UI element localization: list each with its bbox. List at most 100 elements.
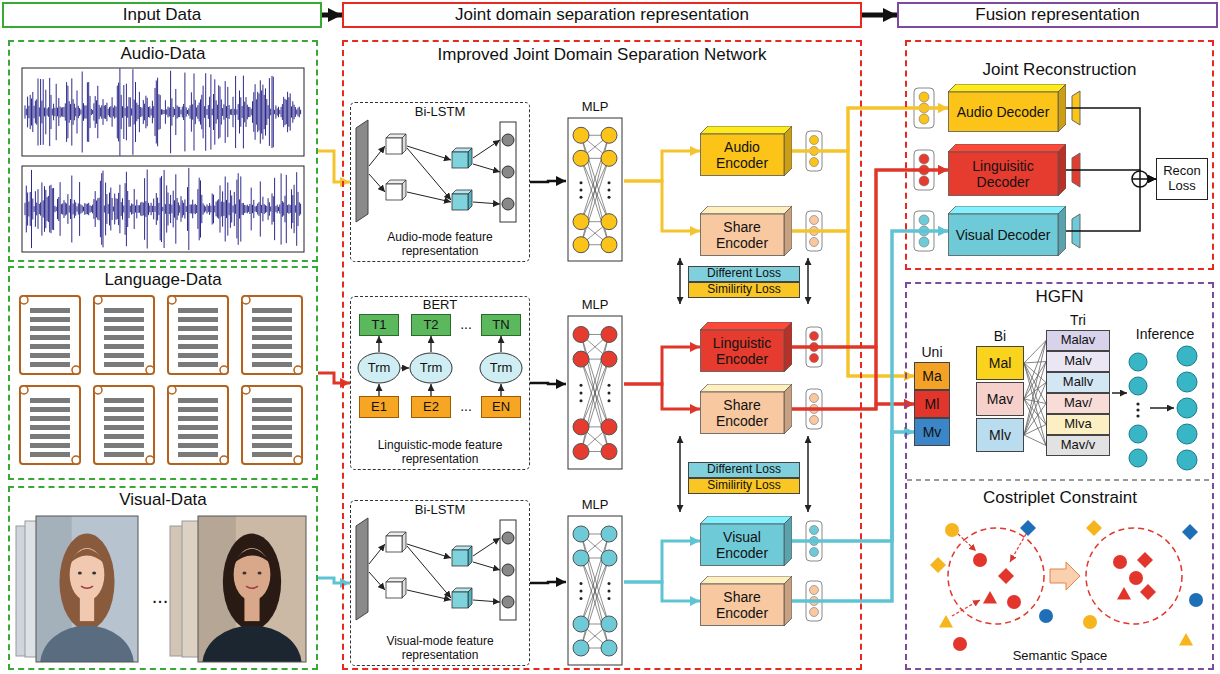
node-text: Similirity Loss	[707, 283, 780, 297]
text-line	[104, 344, 144, 349]
text-line	[178, 335, 218, 340]
flow-arrow	[473, 538, 500, 556]
sample-diamond	[1140, 584, 1156, 600]
text-label: Uni	[921, 344, 942, 360]
process-box: Mlva	[1046, 414, 1110, 435]
mlp-neuron	[601, 550, 617, 566]
block-top	[948, 144, 1066, 152]
output-neuron	[1177, 372, 1197, 392]
text-line	[252, 326, 292, 331]
block-side	[1058, 206, 1066, 256]
output-neuron	[1177, 398, 1197, 418]
text-line	[104, 335, 144, 340]
mlp-weight	[581, 534, 609, 624]
node-text: Visual-mode feature representation	[354, 635, 526, 663]
video-frame	[198, 516, 306, 662]
scroll-curl	[72, 456, 80, 464]
connector	[1024, 435, 1046, 446]
process-box: Mav	[976, 382, 1024, 416]
vector-element	[810, 136, 819, 145]
audio-waveform	[25, 68, 301, 155]
vector-element	[919, 154, 929, 164]
transformer-ellipse: Trm	[357, 352, 401, 384]
ellipsis-dot	[580, 590, 583, 593]
sum-symbol-cross	[1132, 171, 1148, 187]
flow-arrow	[473, 202, 500, 204]
hidden-state	[502, 166, 514, 178]
frame-border	[36, 516, 138, 662]
connector	[1024, 341, 1046, 436]
node-text: Share Encoder	[700, 589, 784, 621]
node-text: Trm	[490, 361, 513, 376]
ellipsis-dot	[1136, 402, 1139, 405]
text-line	[104, 317, 144, 322]
vector-element	[810, 354, 819, 363]
connector	[1024, 383, 1046, 436]
connector	[792, 170, 948, 409]
text-line	[30, 416, 70, 421]
hidden-state	[502, 198, 514, 210]
text-line	[104, 362, 144, 367]
scroll-curl	[94, 296, 102, 304]
coder-block: Share Encoder	[700, 206, 792, 256]
ellipsis-dot	[608, 590, 611, 593]
node-text: Mlva	[1064, 417, 1091, 432]
scroll-curl	[294, 366, 302, 374]
text-line	[30, 425, 70, 430]
coder-block: Audio Decoder	[948, 84, 1066, 132]
eye	[258, 571, 262, 574]
process-box: Mallv	[1046, 372, 1110, 393]
text-line	[252, 335, 292, 340]
inference-arrow	[1150, 407, 1174, 409]
mlp-weight	[581, 158, 609, 244]
mlp-neuron	[573, 526, 589, 542]
connector	[530, 181, 566, 182]
vector-element	[919, 237, 929, 247]
eye	[242, 571, 246, 574]
flow-arrow	[473, 140, 500, 158]
bilstm-illustration	[356, 120, 516, 222]
scroll-curl	[242, 386, 250, 394]
mlp-frame	[568, 516, 622, 665]
mlp-neuron	[573, 640, 589, 656]
mlp-neuron	[601, 526, 617, 542]
ellipsis-dot	[608, 189, 611, 192]
vector-element	[810, 526, 819, 535]
connector	[1024, 362, 1046, 400]
vector-element	[919, 114, 929, 124]
block-front	[701, 584, 785, 626]
flow-arrow	[407, 192, 451, 202]
process-box: TN	[481, 314, 521, 336]
block-top	[700, 516, 792, 524]
node-text: Mal	[989, 355, 1012, 371]
cube-side	[402, 578, 406, 598]
text-line	[178, 425, 218, 430]
cube-front	[386, 536, 402, 552]
sample-diamond	[1020, 520, 1036, 536]
node-text: Fusion representation	[975, 5, 1139, 25]
transformer-ellipse: Trm	[479, 352, 523, 384]
hair	[59, 534, 114, 630]
document-icon	[94, 386, 154, 464]
node-text: Malv	[1064, 354, 1091, 369]
scroll-curl	[146, 456, 154, 464]
feature-module: Bi-LSTMVisual-mode feature representatio…	[350, 500, 530, 666]
connector	[318, 151, 350, 182]
text-line	[178, 443, 218, 448]
vector-element	[810, 608, 819, 617]
block-top	[700, 384, 792, 392]
mlp-weight	[581, 558, 609, 648]
mlp-neuron	[573, 237, 589, 253]
node-text: Ma	[922, 368, 941, 384]
node-text: Costriplet Constraint	[913, 488, 1207, 508]
connector	[530, 582, 566, 583]
inference-neuron	[1129, 353, 1147, 371]
flow-arrow	[369, 146, 385, 166]
sample-triangle	[1117, 587, 1131, 600]
cluster-circle	[1086, 528, 1182, 624]
connector	[322, 13, 342, 18]
fringe	[69, 549, 106, 564]
connector	[792, 108, 948, 151]
flow-arrow	[369, 174, 385, 192]
document-icon	[242, 386, 302, 464]
